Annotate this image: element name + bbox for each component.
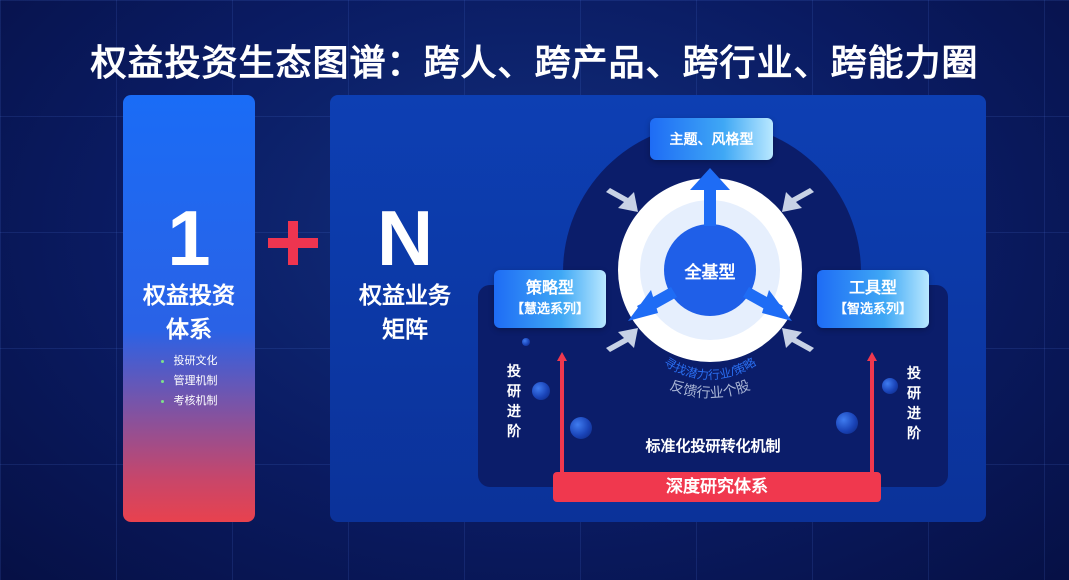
panel-letter: N (376, 194, 434, 282)
matrix-label-line2: 矩阵 (382, 316, 428, 342)
list-item: 考核机制 (123, 391, 255, 411)
page-title: 权益投资生态图谱：跨人、跨产品、跨行业、跨能力圈 (90, 42, 979, 83)
panel-label-line2: 体系 (166, 316, 212, 342)
research-progress-right: 投研进阶 (907, 365, 921, 441)
matrix-label-line1: 权益业务 (359, 282, 451, 308)
system-bullet-list: 投研文化 管理机制 考核机制 (123, 351, 255, 411)
inward-arrows-icon (606, 188, 814, 352)
strategy-type-box: 策略型 【慧选系列】 (494, 270, 606, 328)
bullet-dot-icon (160, 399, 164, 403)
red-up-arrow-icon (867, 352, 877, 474)
decor-orb (522, 338, 530, 346)
deep-research-system-bar: 深度研究体系 (553, 472, 881, 502)
equity-investment-system-panel: 1 权益投资 体系 投研文化 管理机制 考核机制 (123, 95, 255, 522)
decor-orb (532, 382, 550, 400)
tool-type-box: 工具型 【智选系列】 (817, 270, 929, 328)
tri-arrows-icon (628, 168, 792, 321)
arc-outer-label: 反馈行业个股 (668, 377, 752, 401)
red-up-arrow-icon (557, 352, 567, 474)
bullet-dot-icon (160, 359, 164, 363)
panel-label-line1: 权益投资 (143, 282, 235, 308)
panel-number: 1 (167, 194, 211, 282)
product-cycle-diagram: 全基型 寻找潜力行业/策略 反馈行业个股 (606, 168, 814, 401)
decor-orb (836, 412, 858, 434)
center-label: 全基型 (684, 262, 736, 282)
list-item: 管理机制 (123, 371, 255, 391)
decor-orb (570, 417, 592, 439)
decor-orb (882, 378, 898, 394)
center-circle (664, 224, 756, 316)
research-progress-left: 投研进阶 (507, 363, 521, 439)
standard-mechanism-label: 标准化投研转化机制 (645, 438, 781, 455)
plus-icon (268, 221, 318, 265)
list-item: 投研文化 (123, 351, 255, 371)
theme-style-box: 主题、风格型 (650, 118, 773, 160)
bullet-dot-icon (160, 379, 164, 383)
